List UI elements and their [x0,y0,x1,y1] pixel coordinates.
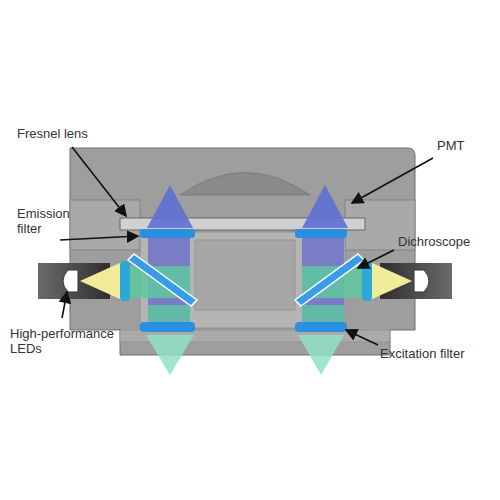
part-label: High-performance LEDs [10,326,135,356]
part-label: PMT [437,138,492,153]
part-label: Excitation filter [380,346,475,361]
part-label: Fresnel lens [17,126,137,141]
part-label: Dichroscope [398,234,493,249]
part-label: Emission filter [17,206,89,236]
